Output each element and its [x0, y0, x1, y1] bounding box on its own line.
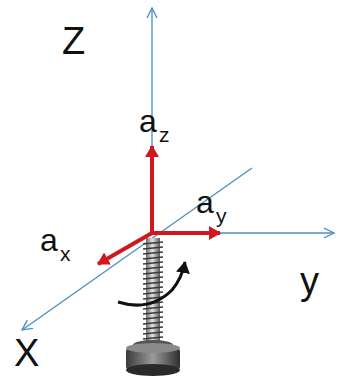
axis-label: X: [14, 334, 39, 372]
x-axis: [22, 168, 252, 330]
unit-vector-x: [98, 233, 152, 264]
unit-vector-z: [150, 146, 154, 233]
rotation-arrow: [118, 262, 185, 305]
axis-label: y: [300, 262, 319, 300]
y-axis: [152, 232, 334, 233]
axis-label: Z: [62, 22, 85, 60]
vector-symbol: a: [196, 186, 214, 218]
vector-symbol: a: [40, 224, 58, 256]
screw: [126, 238, 180, 376]
unit-vector-y: [152, 231, 220, 235]
vector-symbol: a: [139, 105, 157, 137]
vector-subscript: y: [216, 205, 227, 226]
vector-subscript: x: [60, 243, 71, 264]
vector-subscript: z: [159, 124, 170, 145]
